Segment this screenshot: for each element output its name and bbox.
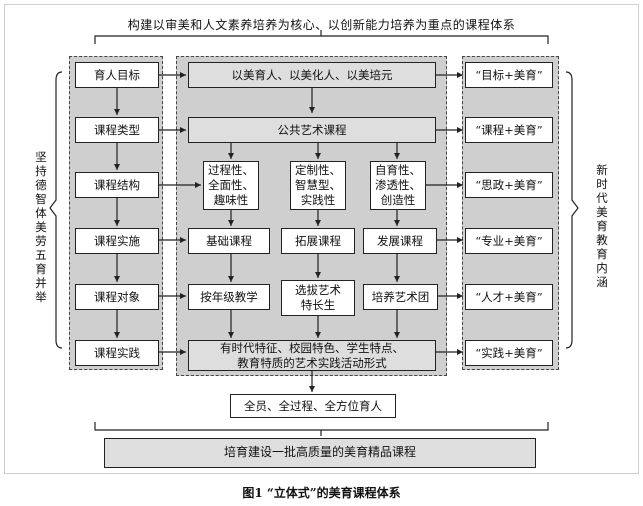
right-panel <box>462 56 559 370</box>
right-side-label: 新时代美育教育内涵 <box>596 163 608 290</box>
course-development: 发展课程 <box>363 228 437 254</box>
public-course-box: 公共艺术课程 <box>188 117 436 143</box>
right-item-talent: “人才+美育” <box>465 284 553 310</box>
object-grade-teaching: 按年级教学 <box>188 284 270 310</box>
outer-frame <box>4 4 639 474</box>
course-basic: 基础课程 <box>188 228 270 254</box>
left-item-structure: 课程结构 <box>75 172 159 198</box>
trait-box-1: 过程性、 全面性、 趣味性 <box>203 161 259 210</box>
left-panel <box>69 56 163 370</box>
left-item-object: 课程对象 <box>75 284 159 310</box>
right-item-goal: “目标+美育” <box>465 62 553 88</box>
trait-box-3: 自育性、 渗透性、 创造性 <box>370 161 426 210</box>
bottom-box: 培育建设一批高质量的美育精品课程 <box>104 438 536 468</box>
left-item-implementation: 课程实施 <box>75 228 159 254</box>
object-select-talent: 选拔艺术 特长生 <box>281 280 355 316</box>
object-art-troupe: 培养艺术团 <box>363 284 438 310</box>
goal-box: 以美育人、以美化人、以美培元 <box>188 62 436 88</box>
left-item-practice: 课程实践 <box>75 340 159 366</box>
diagram-title: 构建以审美和人文素养培养为核心、以创新能力培养为重点的课程体系 <box>127 18 516 32</box>
left-item-goal: 育人目标 <box>75 62 159 88</box>
practice-box: 有时代特征、校园特色、学生特点、 教育特质的艺术实践活动形式 <box>188 340 436 371</box>
outcome-box: 全员、全过程、全方位育人 <box>230 394 396 418</box>
left-side-label: 坚持德智体美劳五育并举 <box>35 150 47 305</box>
right-item-course: “课程+美育” <box>465 117 553 143</box>
left-item-type: 课程类型 <box>75 117 159 143</box>
right-item-major: “专业+美育” <box>465 228 553 254</box>
figure-caption: 图1 “立体式”的美育课程体系 <box>242 486 401 500</box>
right-item-ideology: “思政+美育” <box>465 172 553 198</box>
trait-box-2: 定制性、 智慧型、 实践性 <box>290 161 346 210</box>
course-extended: 拓展课程 <box>281 228 355 254</box>
right-item-practice: “实践+美育” <box>465 340 553 366</box>
